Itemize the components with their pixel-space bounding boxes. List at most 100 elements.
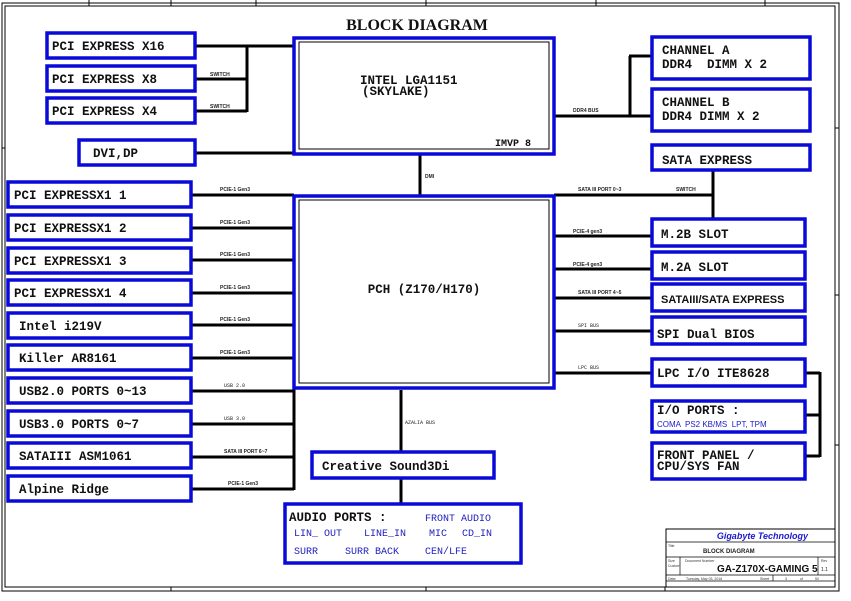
audio-surr: SURR xyxy=(294,547,318,558)
front-panel-line1: FRONT PANEL / xyxy=(657,449,755,463)
io-ports-detail: COMA PS2 KB/MS LPT, TPM xyxy=(657,420,767,429)
audio-codec-box[interactable]: Creative Sound3Di xyxy=(310,450,496,480)
sata-express-label: SATA EXPRESS xyxy=(662,154,753,168)
audio-line-in: LINE_IN xyxy=(364,529,406,540)
title-block-rev-label: Rev xyxy=(821,559,827,563)
sata3-sata-express-box[interactable]: SATAIII/SATA EXPRESS xyxy=(650,282,807,313)
channel-b-box[interactable]: CHANNEL B DDR4 DIMM X 2 xyxy=(650,87,812,133)
bus-label-x4: SWITCH xyxy=(210,104,230,110)
bus-label-dmi: DMI xyxy=(425,174,435,180)
title-block: Gigabyte Technology Title BLOCK DIAGRAM … xyxy=(665,528,836,588)
m2a-slot-box[interactable]: M.2A SLOT xyxy=(650,250,807,281)
title-block-company: Gigabyte Technology xyxy=(717,531,809,541)
lpc-io-box[interactable]: LPC I/O ITE8628 xyxy=(650,357,807,388)
audio-cd-in: CD_IN xyxy=(462,529,492,540)
pch-label: PCH (Z170/H170) xyxy=(368,283,481,297)
m2b-slot-label: M.2B SLOT xyxy=(661,228,729,242)
channel-a-box[interactable]: CHANNEL A DDR4 DIMM X 2 xyxy=(650,35,812,81)
audio-cen-lfe: CEN/LFE xyxy=(425,546,467,558)
audio-surr-back: SURR BACK xyxy=(345,547,399,558)
bus-label-sata-0-3: SATA III PORT 0~3 xyxy=(578,187,622,193)
right-pch-devices: M.2B SLOT M.2A SLOT SATAIII/SATA EXPRESS… xyxy=(650,217,807,481)
cpu-name: INTEL LGA1151 xyxy=(360,74,458,88)
title-block-doc: GA-Z170X-GAMING 5 xyxy=(717,564,818,575)
audio-codec-label: Creative Sound3Di xyxy=(322,460,450,474)
cpu-codename: (SKYLAKE) xyxy=(362,85,430,99)
pcie-x1-2-box[interactable]: PCI EXPRESSX1 2 xyxy=(6,213,193,242)
spi-bios-box[interactable]: SPI Dual BIOS xyxy=(650,315,807,346)
bus-label-lan1: PCIE-1 Gen3 xyxy=(220,317,250,323)
bus-label-alpine: PCIE-1 Gen3 xyxy=(228,481,258,487)
channel-b-dimm: DDR4 DIMM X 2 xyxy=(662,110,760,124)
killer-lan-box[interactable]: Killer AR8161 xyxy=(6,343,193,372)
m2a-slot-label: M.2A SLOT xyxy=(661,261,729,275)
front-panel-line2: CPU/SYS FAN xyxy=(657,460,740,474)
alpine-ridge-label: Alpine Ridge xyxy=(19,483,109,497)
cpu-block[interactable]: INTEL LGA1151 (SKYLAKE) IMVP 8 xyxy=(292,36,556,156)
pcie-x1-1-label: PCI EXPRESSX1 1 xyxy=(14,189,127,203)
dvi-dp-box[interactable]: DVI,DP xyxy=(77,138,197,167)
bus-label-lpc: LPC BUS xyxy=(578,365,599,371)
usb2-box[interactable]: USB2.0 PORTS 0~13 xyxy=(6,376,193,405)
front-panel-box[interactable]: FRONT PANEL / CPU/SYS FAN xyxy=(650,441,807,481)
intel-lan-box[interactable]: Intel i219V xyxy=(6,311,193,340)
pcie-x1-4-box[interactable]: PCI EXPRESSX1 4 xyxy=(6,278,193,307)
bus-labels: SWITCH SWITCH DMI DDR4 BUS SATA III PORT… xyxy=(210,72,696,487)
title-block-size: Custom xyxy=(668,564,680,568)
bus-label-sata-6-7: SATA III PORT 6~7 xyxy=(224,449,268,455)
pcie-x8-box[interactable]: PCI EXPRESS X8 xyxy=(45,64,197,93)
title-block-rev: 1.1 xyxy=(821,567,828,573)
title-block-size-label: Size xyxy=(668,559,675,563)
cpu-vr: IMVP 8 xyxy=(495,139,531,150)
audio-front: FRONT AUDIO xyxy=(425,514,491,525)
title-block-sheet-label: Sheet xyxy=(760,577,769,581)
intel-lan-label: Intel i219V xyxy=(19,320,102,334)
alpine-ridge-box[interactable]: Alpine Ridge xyxy=(6,474,193,503)
channel-a-dimm: DDR4 DIMM X 2 xyxy=(662,58,767,72)
usb3-label: USB3.0 PORTS 0~7 xyxy=(19,418,139,432)
io-ports-title: I/O PORTS : xyxy=(657,404,740,418)
pch-block[interactable]: PCH (Z170/H170) xyxy=(292,194,556,390)
m2b-slot-box[interactable]: M.2B SLOT xyxy=(650,217,807,248)
pcie-x16-box[interactable]: PCI EXPRESS X16 xyxy=(45,31,197,60)
sheet-frame xyxy=(1,0,840,592)
bus-label-usb3: USB 3.0 xyxy=(224,416,245,422)
bus-label-pcie3: PCIE-1 Gen3 xyxy=(220,252,250,258)
asm1061-box[interactable]: SATAIII ASM1061 xyxy=(6,441,193,470)
title-block-sheet: 3 xyxy=(785,577,787,581)
title-block-title-label: Title xyxy=(668,544,675,548)
dvi-dp-label: DVI,DP xyxy=(93,147,138,161)
pcie-x1-2-label: PCI EXPRESSX1 2 xyxy=(14,222,127,236)
io-ports-box[interactable]: I/O PORTS : COMA PS2 KB/MS LPT, TPM xyxy=(650,399,807,434)
title-block-doc-label: Document Number xyxy=(685,559,715,563)
audio-lin-out: LIN_ OUT xyxy=(294,529,342,540)
bus-label-spi: SPI BUS xyxy=(578,323,599,329)
usb3-box[interactable]: USB3.0 PORTS 0~7 xyxy=(6,409,193,438)
spi-bios-label: SPI Dual BIOS xyxy=(657,328,755,342)
bus-label-pcie2: PCIE-1 Gen3 xyxy=(220,220,250,226)
pcie-x1-1-box[interactable]: PCI EXPRESSX1 1 xyxy=(6,180,193,209)
connection-lines xyxy=(192,44,822,504)
title-block-of: 50 xyxy=(815,577,819,581)
pcie-x1-3-label: PCI EXPRESSX1 3 xyxy=(14,255,127,269)
asm1061-label: SATAIII ASM1061 xyxy=(19,450,132,464)
pcie-x4-box[interactable]: PCI EXPRESS X4 xyxy=(45,96,197,125)
bus-label-lan2: PCIE-1 Gen3 xyxy=(220,350,250,356)
killer-lan-label: Killer AR8161 xyxy=(19,352,117,366)
bus-label-sata-4-5: SATA III PORT 4~5 xyxy=(578,290,622,296)
title-block-date-label: Date: xyxy=(668,577,676,581)
bus-label-m2b: PCIE-4 gen3 xyxy=(573,229,602,235)
bus-label-x8: SWITCH xyxy=(210,72,230,78)
lpc-io-label: LPC I/O ITE8628 xyxy=(657,367,770,381)
pcie-x1-3-box[interactable]: PCI EXPRESSX1 3 xyxy=(6,246,193,275)
audio-ports-box[interactable]: AUDIO PORTS : FRONT AUDIO LIN_ OUT LINE_… xyxy=(283,502,523,565)
bus-label-pcie4: PCIE-1 Gen3 xyxy=(220,285,250,291)
bus-label-azalia: AZALIA BUS xyxy=(405,420,435,426)
pcie-x8-label: PCI EXPRESS X8 xyxy=(52,73,157,87)
sata-express-box[interactable]: SATA EXPRESS xyxy=(650,143,812,172)
title-block-title: BLOCK DIAGRAM xyxy=(703,549,755,555)
bus-label-ddr4: DDR4 BUS xyxy=(573,108,599,114)
channel-b-name: CHANNEL B xyxy=(662,96,730,110)
